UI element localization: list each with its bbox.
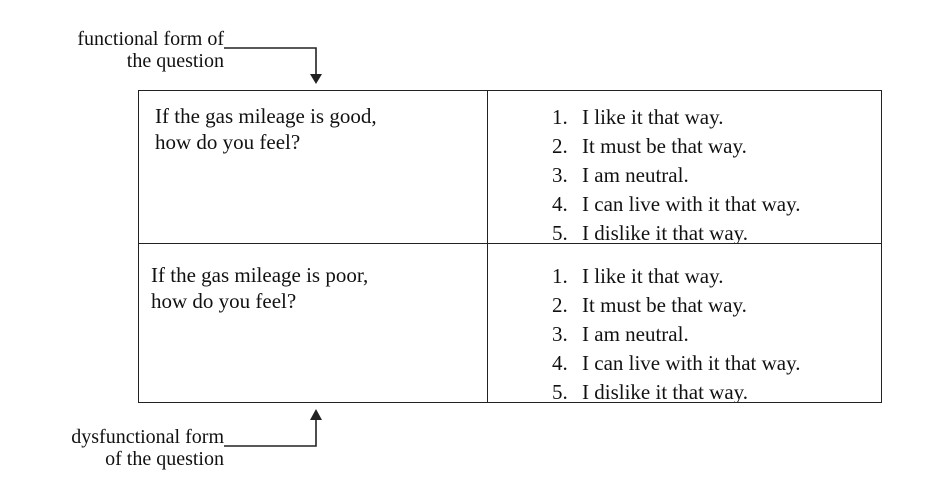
answer-text: It must be that way. (582, 293, 747, 317)
question-table: If the gas mileage is good, how do you f… (138, 90, 882, 403)
answer-number: 5. (552, 221, 568, 244)
answer-option: 1. I like it that way. (552, 262, 881, 291)
answer-option: 2. It must be that way. (552, 291, 881, 320)
answer-number: 1. (552, 264, 568, 288)
dysfunctional-form-caption: dysfunctional form of the question (71, 426, 224, 470)
answer-list: 1. I like it that way. 2. It must be that … (552, 103, 881, 244)
answer-option: 5. I dislike it that way. (552, 378, 881, 402)
answer-option: 4. I can live with it that way. (552, 190, 881, 219)
caption-line: of the question (105, 448, 224, 470)
answer-text: I like it that way. (582, 264, 724, 288)
dysfunctional-question-cell: If the gas mileage is poor, how do you f… (139, 244, 488, 402)
functional-form-caption: functional form of the question (77, 28, 224, 72)
caption-line: the question (126, 50, 224, 72)
answer-text: I am neutral. (582, 322, 689, 346)
answer-number: 5. (552, 380, 568, 402)
answer-text: I can live with it that way. (582, 192, 801, 216)
dysfunctional-pointer-line (224, 418, 317, 447)
answer-text: I like it that way. (582, 105, 724, 129)
answer-number: 3. (552, 163, 568, 187)
dysfunctional-answers-cell: 1. I like it that way. 2. It must be that … (488, 244, 881, 402)
answer-number: 2. (552, 293, 568, 317)
answer-number: 4. (552, 351, 568, 375)
question-line: how do you feel? (151, 289, 297, 313)
caption-line: dysfunctional form (71, 426, 224, 448)
answer-option: 3. I am neutral. (552, 161, 881, 190)
answer-option: 5. I dislike it that way. (552, 219, 881, 244)
answer-option: 4. I can live with it that way. (552, 349, 881, 378)
answer-number: 4. (552, 192, 568, 216)
answer-option: 1. I like it that way. (552, 103, 881, 132)
answer-text: I dislike it that way. (582, 221, 749, 244)
functional-answers-cell: 1. I like it that way. 2. It must be that … (488, 91, 881, 244)
arrow-up-icon (310, 409, 322, 420)
answer-list: 1. I like it that way. 2. It must be that … (552, 262, 881, 402)
question-line: If the gas mileage is good, (155, 104, 377, 128)
answer-text: I am neutral. (582, 163, 689, 187)
answer-option: 3. I am neutral. (552, 320, 881, 349)
answer-number: 1. (552, 105, 568, 129)
functional-question-cell: If the gas mileage is good, how do you f… (139, 91, 488, 244)
answer-option: 2. It must be that way. (552, 132, 881, 161)
functional-pointer-line (224, 47, 317, 76)
question-line: If the gas mileage is poor, (151, 263, 369, 287)
caption-line: functional form of (77, 28, 224, 50)
answer-text: I dislike it that way. (582, 380, 749, 402)
answer-text: I can live with it that way. (582, 351, 801, 375)
answer-text: It must be that way. (582, 134, 747, 158)
arrow-down-icon (310, 74, 322, 84)
answer-number: 3. (552, 322, 568, 346)
question-line: how do you feel? (155, 130, 301, 154)
answer-number: 2. (552, 134, 568, 158)
